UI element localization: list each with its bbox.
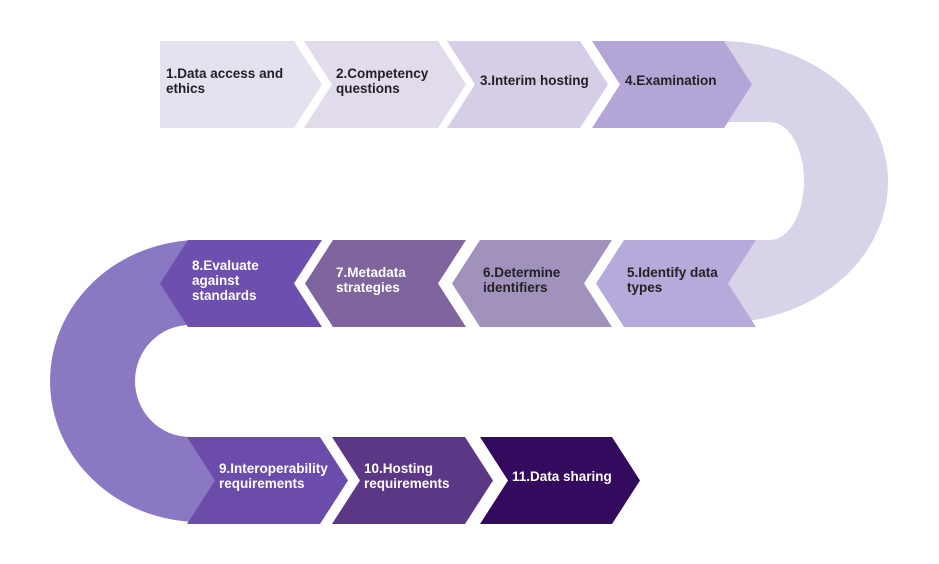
step-arrow-shape bbox=[596, 240, 756, 327]
step-label-line: standards bbox=[192, 288, 257, 303]
step-label-line: 5.Identify data bbox=[627, 265, 718, 280]
step-label: 4.Examination bbox=[625, 73, 717, 88]
step-label-line: against bbox=[192, 273, 240, 288]
step-label: 3.Interim hosting bbox=[480, 73, 589, 88]
step-label: 11.Data sharing bbox=[512, 469, 612, 484]
step-label-line: strategies bbox=[336, 280, 400, 295]
step-label-line: 7.Metadata bbox=[336, 265, 406, 280]
step-label-line: 4.Examination bbox=[625, 73, 717, 88]
step-label-line: requirements bbox=[364, 476, 450, 491]
step-3: 3.Interim hosting bbox=[447, 41, 608, 128]
step-arrow-shape bbox=[332, 437, 493, 524]
step-arrow-shape bbox=[447, 41, 608, 128]
step-arrow-shape bbox=[304, 41, 466, 128]
step-label-line: questions bbox=[336, 81, 400, 96]
step-label-line: requirements bbox=[219, 476, 305, 491]
step-arrow-shape bbox=[187, 437, 348, 524]
step-label-line: types bbox=[627, 280, 662, 295]
step-label-line: identifiers bbox=[483, 280, 548, 295]
step-label-line: 10.Hosting bbox=[364, 461, 433, 476]
step-4: 4.Examination bbox=[592, 41, 752, 128]
step-label-line: 1.Data access and bbox=[166, 66, 283, 81]
step-arrow-shape bbox=[160, 41, 322, 128]
step-label-line: 8.Evaluate bbox=[192, 258, 259, 273]
step-arrow-shape bbox=[592, 41, 752, 128]
step-label-line: ethics bbox=[166, 81, 205, 96]
step-arrow-shape bbox=[305, 240, 466, 327]
step-arrow-shape bbox=[480, 437, 640, 524]
step-label-line: 11.Data sharing bbox=[512, 469, 612, 484]
step-label-line: 9.Interoperability bbox=[219, 461, 328, 476]
step-label-line: 3.Interim hosting bbox=[480, 73, 589, 88]
step-11: 11.Data sharing bbox=[480, 437, 640, 524]
step-label-line: 2.Competency bbox=[336, 66, 429, 81]
step-label-line: 6.Determine bbox=[483, 265, 561, 280]
step-arrow-shape bbox=[160, 240, 322, 327]
step-arrow-shape bbox=[452, 240, 612, 327]
